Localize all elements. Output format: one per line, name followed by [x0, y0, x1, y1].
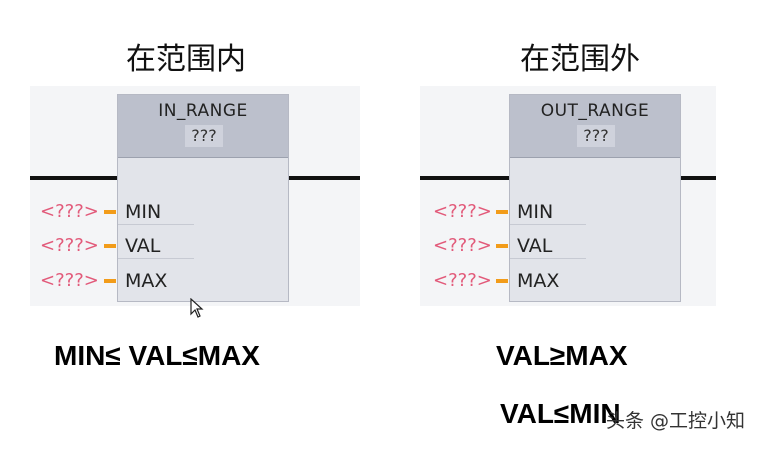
out-range-power-rail-right	[681, 176, 716, 180]
in-range-block-header: IN_RANGE ???	[118, 95, 288, 158]
out-range-block-instance[interactable]: ???	[577, 125, 615, 147]
out-range-pin-max[interactable]: <???> MAX	[400, 269, 620, 293]
pin-connector	[496, 210, 508, 214]
pin-divider	[510, 224, 586, 225]
out-range-block-name: OUT_RANGE	[540, 101, 650, 121]
in-range-pin-max[interactable]: <???> MAX	[0, 269, 220, 293]
in-range-condition: MIN≤ VAL≤MAX	[54, 340, 260, 371]
pin-label: MIN	[517, 201, 554, 223]
out-range-title: 在范围外	[520, 42, 640, 77]
pin-label: MAX	[125, 270, 168, 292]
pin-placeholder[interactable]: <???>	[433, 235, 492, 256]
in-range-power-rail-right	[288, 176, 360, 180]
mouse-pointer-icon	[190, 298, 204, 318]
watermark: 头条 @工控小知	[606, 410, 746, 432]
pin-placeholder[interactable]: <???>	[433, 270, 492, 291]
in-range-block[interactable]: IN_RANGE ???	[117, 94, 289, 302]
out-range-pin-val[interactable]: <???> VAL	[400, 234, 620, 259]
out-range-block-header: OUT_RANGE ???	[510, 95, 680, 158]
pin-connector	[104, 279, 116, 283]
in-range-pin-val[interactable]: <???> VAL	[0, 234, 220, 259]
pin-label: VAL	[125, 235, 161, 257]
pin-divider	[118, 258, 194, 259]
in-range-power-rail-left	[30, 176, 118, 180]
out-range-block[interactable]: OUT_RANGE ???	[509, 94, 681, 302]
out-range-power-rail-left	[420, 176, 510, 180]
in-range-pin-min[interactable]: <???> MIN	[0, 200, 220, 225]
pin-label: VAL	[517, 235, 553, 257]
in-range-block-name: IN_RANGE	[158, 101, 248, 121]
pin-placeholder[interactable]: <???>	[433, 201, 492, 222]
in-range-block-instance[interactable]: ???	[185, 125, 223, 147]
pin-label: MAX	[517, 270, 560, 292]
pin-placeholder[interactable]: <???>	[40, 235, 99, 256]
out-range-pin-min[interactable]: <???> MIN	[400, 200, 620, 225]
in-range-title: 在范围内	[126, 42, 246, 77]
pin-connector	[496, 279, 508, 283]
out-range-condition-max: VAL≥MAX	[496, 340, 628, 371]
out-range-condition-min: VAL≤MIN	[500, 398, 621, 429]
pin-placeholder[interactable]: <???>	[40, 201, 99, 222]
pin-divider	[118, 224, 194, 225]
pin-connector	[496, 244, 508, 248]
pin-connector	[104, 244, 116, 248]
pin-connector	[104, 210, 116, 214]
pin-label: MIN	[125, 201, 162, 223]
pin-divider	[510, 258, 586, 259]
pin-placeholder[interactable]: <???>	[40, 270, 99, 291]
